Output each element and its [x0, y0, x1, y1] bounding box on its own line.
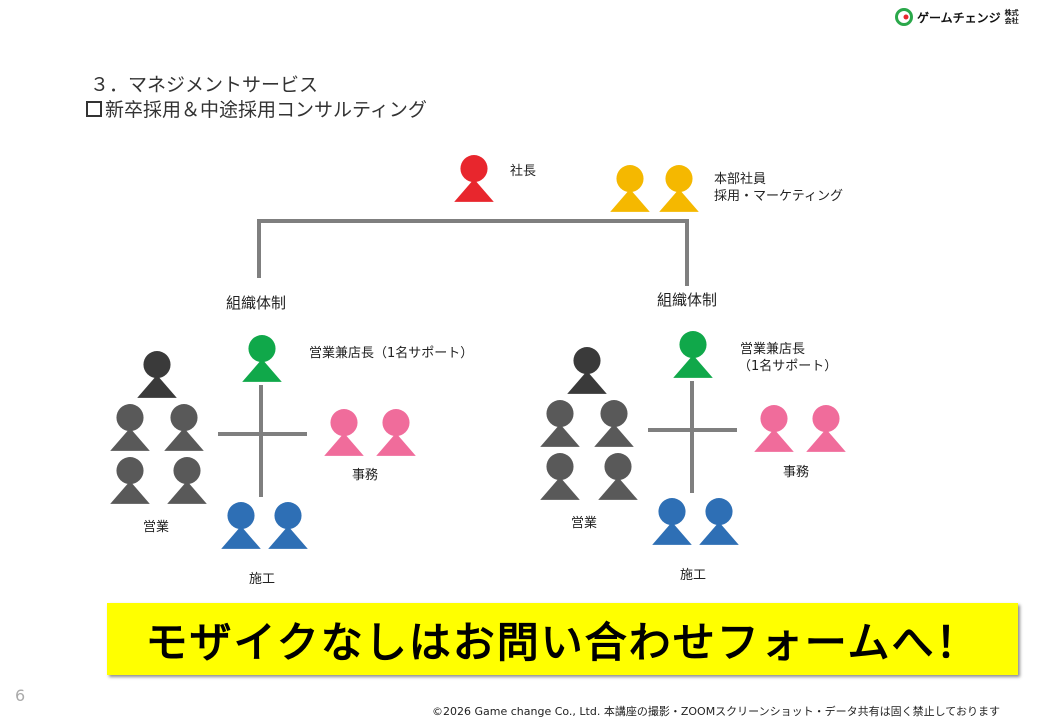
office-staff-icon [754, 405, 794, 452]
right-sales-label: 営業 [571, 516, 598, 531]
checkbox-bullet-icon [86, 101, 102, 117]
logo-mark-icon [895, 8, 913, 26]
right-org-title: 組織体制 [657, 291, 718, 309]
contact-banner: モザイクなしはお問い合わせフォームへ！ [107, 603, 1018, 675]
hq-staff-icon [659, 165, 699, 212]
manager-icon [242, 335, 282, 382]
sales-icon [164, 404, 204, 451]
manager-icon [673, 331, 713, 378]
construction-icon [652, 498, 692, 545]
logo-suffix: 株式会社 [1004, 9, 1019, 25]
logo-name: ゲームチェンジ [917, 10, 1001, 25]
left-sales-label: 営業 [143, 520, 170, 535]
copyright-notice: ©2026 Game change Co., Ltd. 本講座の撮影・ZOOMス… [432, 705, 1000, 718]
construction-icon [268, 502, 308, 549]
office-staff-icon [324, 409, 364, 456]
section-title: ３．マネジメントサービス [90, 74, 319, 96]
left-org-title: 組織体制 [226, 294, 287, 312]
construction-icon [221, 502, 261, 549]
sub-title: 新卒採用＆中途採用コンサルティング [86, 95, 427, 122]
president-icon [454, 155, 494, 202]
right-manager-label-line2: （1名サポート） [738, 359, 838, 374]
sales-icon [110, 404, 150, 451]
left-office-label: 事務 [352, 468, 379, 483]
hq-staff-icon [610, 165, 650, 212]
hq-label-line1: 本部社員 [714, 172, 767, 187]
right-office-label: 事務 [783, 465, 810, 480]
sales-icon [167, 457, 207, 504]
office-staff-icon [806, 405, 846, 452]
left-manager-label: 営業兼店長（1名サポート） [309, 346, 474, 361]
sales-icon [594, 400, 634, 447]
president-label: 社長 [510, 164, 537, 179]
sales-icon [540, 400, 580, 447]
top-connector-line [257, 219, 689, 286]
sales-lead-icon [137, 351, 177, 398]
company-logo: ゲームチェンジ 株式会社 [895, 6, 1035, 28]
construction-icon [699, 498, 739, 545]
sub-title-text: 新卒採用＆中途採用コンサルティング [105, 99, 427, 121]
left-construction-label: 施工 [249, 572, 276, 587]
banner-text: モザイクなしはお問い合わせフォームへ！ [145, 617, 980, 667]
office-staff-icon [376, 409, 416, 456]
sales-icon [598, 453, 638, 500]
sales-icon [110, 457, 150, 504]
right-construction-label: 施工 [680, 568, 707, 583]
sales-lead-icon [567, 347, 607, 394]
sales-icon [540, 453, 580, 500]
hq-label-line2: 採用・マーケティング [714, 189, 843, 204]
page-number: 6 [15, 686, 26, 705]
right-manager-label-line1: 営業兼店長 [740, 342, 806, 357]
